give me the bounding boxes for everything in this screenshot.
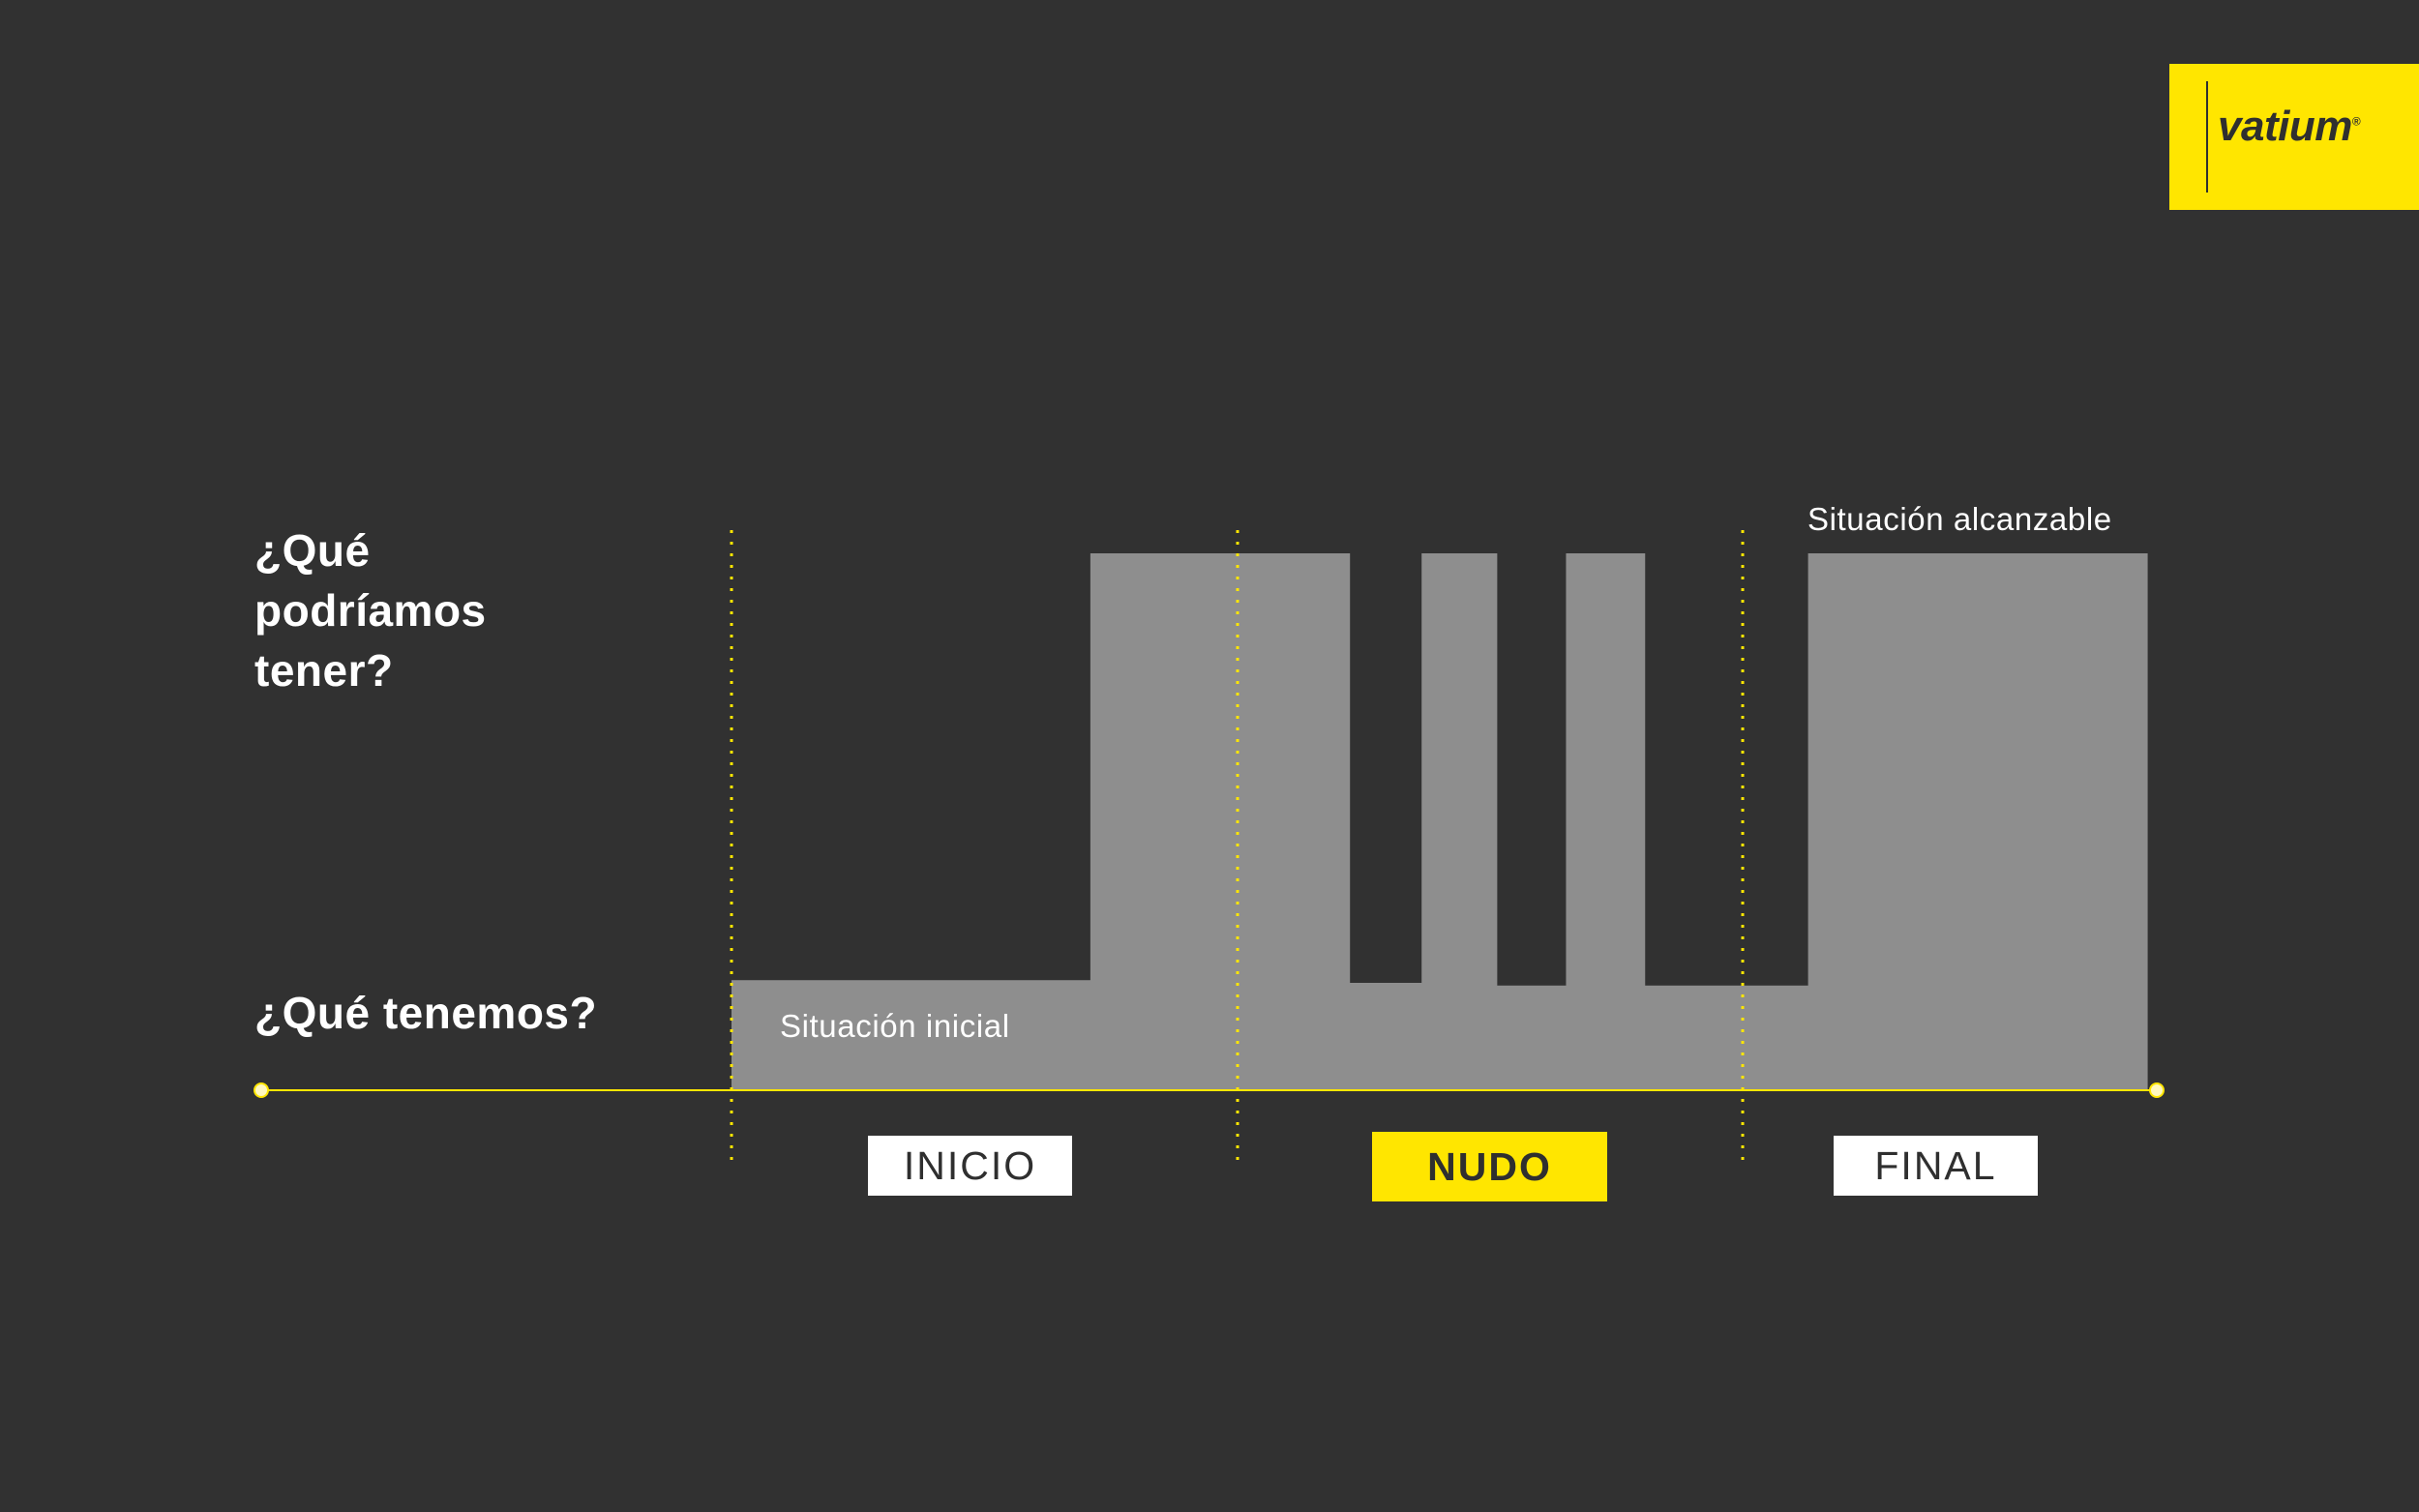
phase-inicio: INICIO xyxy=(868,1136,1072,1196)
area-step-8 xyxy=(1807,553,2148,1090)
area-step-3 xyxy=(1349,983,1422,1090)
logo-divider xyxy=(2206,81,2208,193)
axis-end-dot xyxy=(2149,1082,2165,1098)
vatium-logo: vatium® xyxy=(2169,64,2419,210)
area-step-6 xyxy=(1566,553,1646,1090)
logo-name: vatium xyxy=(2218,103,2352,150)
area-step-2 xyxy=(1090,553,1351,1090)
logo-wordmark: vatium® xyxy=(2218,103,2361,151)
area-step-1 xyxy=(732,980,1091,1090)
phase-nudo: NUDO xyxy=(1372,1132,1607,1201)
baseline-axis xyxy=(254,1082,2165,1098)
area-step-5 xyxy=(1496,985,1568,1090)
question-current: ¿Qué tenemos? xyxy=(254,988,598,1038)
label-reachable-situation: Situación alcanzable xyxy=(1807,501,2112,537)
phase-final: FINAL xyxy=(1834,1136,2038,1196)
phase-dividers xyxy=(730,530,1745,1169)
situation-area xyxy=(732,553,2148,1090)
question-potential: ¿Qué podríamos tener? xyxy=(254,525,487,696)
logo-registered-mark: ® xyxy=(2351,114,2361,129)
label-initial-situation: Situación inicial xyxy=(780,1008,1010,1044)
area-step-4 xyxy=(1421,553,1498,1090)
area-step-7 xyxy=(1644,985,1809,1090)
axis-start-dot xyxy=(254,1082,269,1098)
